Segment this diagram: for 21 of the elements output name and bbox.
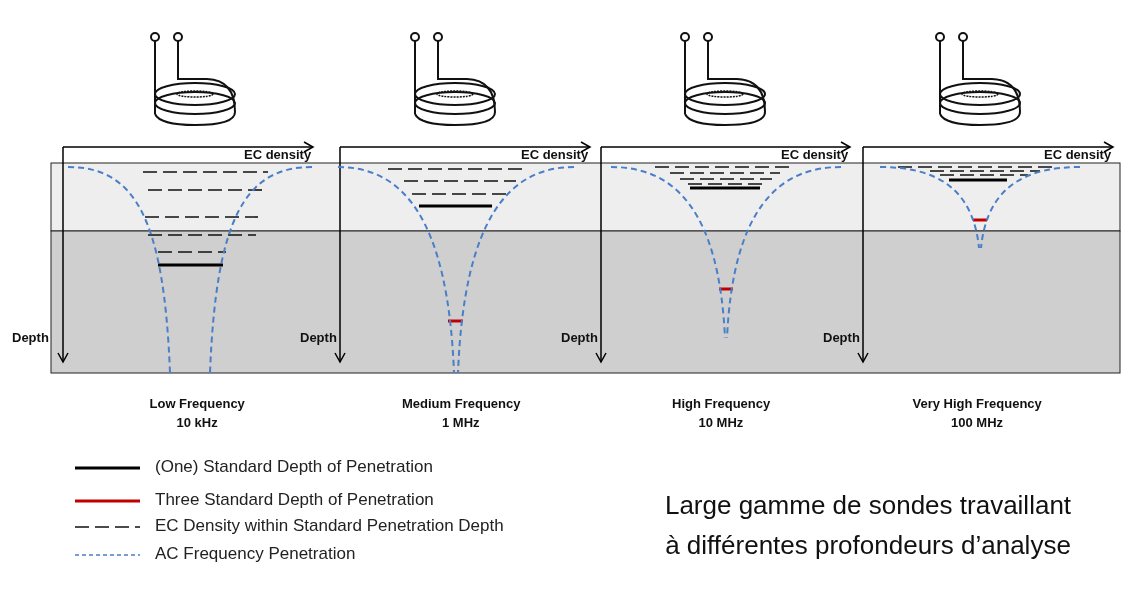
axis-label: Depth bbox=[823, 330, 860, 345]
frequency-label: Medium Frequency bbox=[402, 396, 521, 411]
axis-label: EC density bbox=[521, 147, 589, 162]
axis-label: Depth bbox=[12, 330, 49, 345]
axis-label: EC density bbox=[781, 147, 849, 162]
legend-text: Three Standard Depth of Penetration bbox=[155, 490, 434, 510]
legend-text: EC Density within Standard Penetration Depth bbox=[155, 516, 504, 536]
caption: Large gamme de sondes travaillant à différentes profondeurs d’analyse bbox=[663, 489, 1073, 562]
axis-label: EC density bbox=[1044, 147, 1112, 162]
frequency-value: 100 MHz bbox=[951, 415, 1004, 430]
frequency-value: 10 MHz bbox=[698, 415, 744, 430]
frequency-value: 10 kHz bbox=[176, 415, 218, 430]
legend-text: (One) Standard Depth of Penetration bbox=[155, 457, 433, 477]
axis-label: Depth bbox=[561, 330, 598, 345]
frequency-value: 1 MHz bbox=[442, 415, 480, 430]
axis-label: Depth bbox=[300, 330, 337, 345]
frequency-label: Low Frequency bbox=[149, 396, 245, 411]
frequency-label: High Frequency bbox=[672, 396, 771, 411]
frequency-label: Very High Frequency bbox=[912, 396, 1042, 411]
axis-label: EC density bbox=[244, 147, 312, 162]
legend-text: AC Frequency Penetration bbox=[155, 544, 356, 564]
